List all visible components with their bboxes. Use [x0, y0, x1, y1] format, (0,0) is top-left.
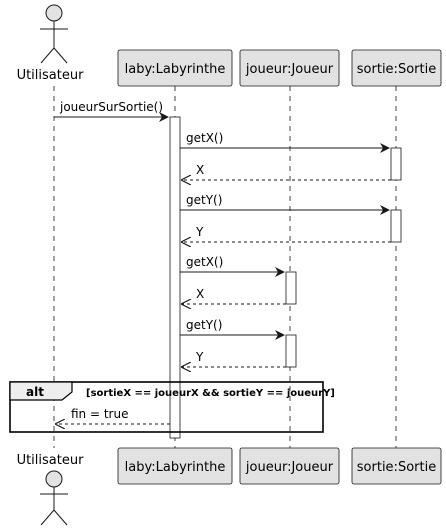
actor-stick-figure-icon	[40, 470, 68, 526]
messages: joueurSurSortie() getX() X getY() Y getX…	[54, 100, 391, 424]
message-10: fin = true	[56, 407, 170, 424]
message-label: getY()	[186, 318, 222, 332]
participant-label-bottom-laby: laby:Labyrinthe	[125, 460, 226, 475]
message-7: X	[182, 287, 286, 304]
message-label: Y	[195, 225, 204, 239]
message-label: getX()	[186, 255, 223, 269]
participants-top: Utilisateur laby:Labyrinthe joueur:Joueu…	[17, 4, 442, 87]
alt-fragment: alt [sortieX == joueurX && sortieY == jo…	[9, 381, 335, 433]
activations	[169, 116, 402, 439]
actor-stick-figure-icon	[40, 4, 68, 64]
alt-fragment-frame	[9, 381, 324, 433]
participant-label-bottom-sortie: sortie:Sortie	[357, 460, 436, 475]
activation-sortie-gety	[390, 209, 402, 243]
participant-top-laby: laby:Labyrinthe	[117, 49, 233, 87]
message-label: X	[196, 163, 204, 177]
message-4: getY()	[180, 193, 390, 215]
message-label: getY()	[186, 193, 222, 207]
message-label: X	[196, 287, 204, 301]
alt-guard-label: [sortieX == joueurX && sortieY == joueur…	[86, 388, 335, 399]
message-1: joueurSurSortie()	[54, 100, 169, 122]
actor-label-top: Utilisateur	[17, 68, 85, 83]
message-3: X	[182, 163, 391, 180]
message-8: getY()	[180, 318, 285, 340]
message-label: getX()	[186, 131, 223, 145]
actor-label-bottom: Utilisateur	[17, 453, 85, 468]
message-2: getX()	[180, 131, 390, 153]
activation-joueur-getx	[285, 271, 297, 305]
participant-bottom-sortie: sortie:Sortie	[351, 447, 442, 485]
activation-joueur-gety	[285, 334, 297, 368]
participants-bottom: Utilisateur laby:Labyrinthe joueur:Joueu…	[17, 447, 442, 526]
participant-label-top-laby: laby:Labyrinthe	[125, 62, 226, 77]
alt-operator-label: alt	[26, 385, 44, 399]
participant-top-joueur: joueur:Joueur	[239, 49, 340, 87]
activation-laby	[169, 116, 181, 439]
message-5: Y	[182, 225, 391, 242]
actor-bottom-user: Utilisateur	[17, 453, 85, 526]
participant-bottom-joueur: joueur:Joueur	[239, 447, 340, 485]
activation-sortie-getx	[390, 147, 402, 181]
actor-top-user: Utilisateur	[17, 4, 85, 83]
participant-top-sortie: sortie:Sortie	[351, 49, 442, 87]
alt-fragment-tab	[9, 381, 73, 401]
message-label: Y	[195, 350, 204, 364]
message-label: fin = true	[71, 407, 128, 421]
participant-bottom-laby: laby:Labyrinthe	[117, 447, 233, 485]
message-9: Y	[182, 350, 286, 367]
participant-label-bottom-joueur: joueur:Joueur	[245, 460, 334, 475]
message-label: joueurSurSortie()	[59, 100, 163, 114]
participant-label-top-joueur: joueur:Joueur	[245, 62, 334, 77]
participant-label-top-sortie: sortie:Sortie	[357, 62, 436, 77]
message-6: getX()	[180, 255, 285, 277]
